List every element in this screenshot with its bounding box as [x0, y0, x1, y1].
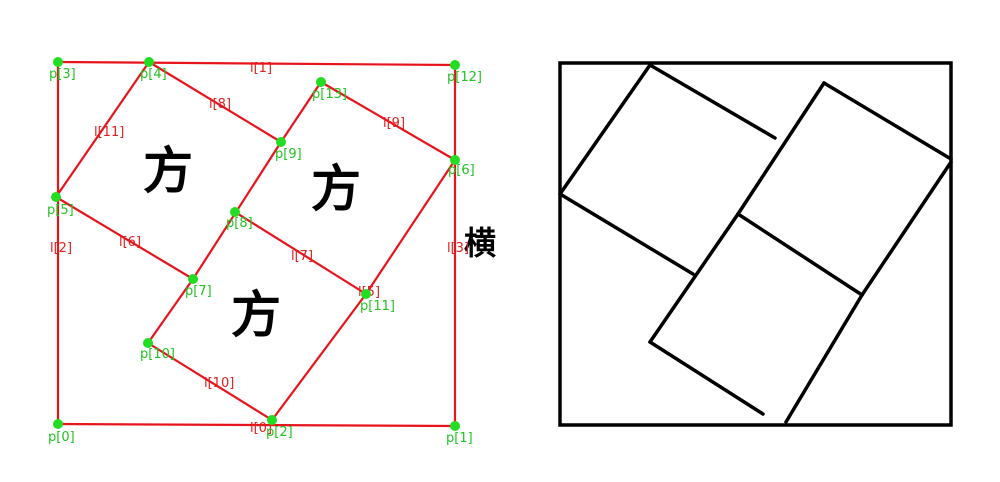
stroke-10 [862, 162, 951, 295]
point-p1 [450, 421, 460, 431]
segment-p11-p6 [366, 160, 455, 294]
point-p12 [450, 60, 460, 70]
line-label-l8: l[8] [209, 97, 231, 112]
stroke-9 [786, 295, 862, 422]
point-p13 [316, 77, 326, 87]
stroke-8 [650, 342, 763, 414]
stroke-4 [738, 83, 824, 214]
line-label-l7: l[7] [291, 249, 313, 264]
stroke-2 [650, 65, 775, 138]
line-label-l2: l[2] [50, 241, 72, 256]
source-line-drawing [560, 63, 951, 425]
point-p9 [276, 137, 286, 147]
point-p2 [267, 415, 277, 425]
point-p3 [53, 57, 63, 67]
point-label-p3: p[3] [49, 67, 76, 82]
outer-square [560, 63, 951, 425]
stroke-7 [650, 214, 738, 342]
point-label-p8: p[8] [226, 216, 253, 231]
point-label-p6: p[6] [448, 163, 475, 178]
stroke-5 [824, 83, 951, 159]
line-label-l1: l[1] [250, 61, 272, 76]
line-label-l9: l[9] [383, 116, 405, 131]
cell-character-3: 方 [231, 286, 281, 344]
point-label-p0: p[0] [48, 430, 75, 445]
cell-character-1: 方 [143, 142, 193, 200]
point-label-p4: p[4] [140, 67, 167, 82]
point-label-p2: p[2] [266, 425, 293, 440]
point-label-p10: p[10] [140, 347, 175, 362]
point-p7 [188, 274, 198, 284]
point-label-p11: p[11] [360, 299, 395, 314]
point-label-p9: p[9] [275, 147, 302, 162]
point-p11 [361, 289, 371, 299]
point-label-p1: p[1] [446, 431, 473, 446]
line-label-l3: l[3] [447, 241, 469, 256]
stroke-3 [560, 194, 693, 274]
segment-p2-p11 [272, 294, 366, 420]
line-label-l6: l[6] [119, 235, 141, 250]
stroke-6 [738, 214, 862, 295]
point-label-p5: p[5] [47, 203, 74, 218]
point-p0 [53, 419, 63, 429]
point-label-p13: p[13] [312, 87, 347, 102]
annotated-diagram: 𢻰 横 方 方 方 l[0] l[1] l[2] l[3] l[5] l[6] … [47, 28, 496, 446]
line-label-l11: l[11] [94, 125, 124, 140]
point-p4 [144, 57, 154, 67]
line-label-l10: l[10] [204, 376, 234, 391]
point-p5 [51, 192, 61, 202]
line-labels: l[0] l[1] l[2] l[3] l[5] l[6] l[7] l[8] … [50, 61, 469, 436]
stroke-1 [560, 65, 650, 194]
point-label-p12: p[12] [447, 70, 482, 85]
cell-character-2: 方 [311, 160, 361, 218]
point-label-p7: p[7] [185, 284, 212, 299]
point-labels: p[0] p[1] p[2] p[3] p[4] p[5] p[6] p[7] … [47, 67, 482, 446]
